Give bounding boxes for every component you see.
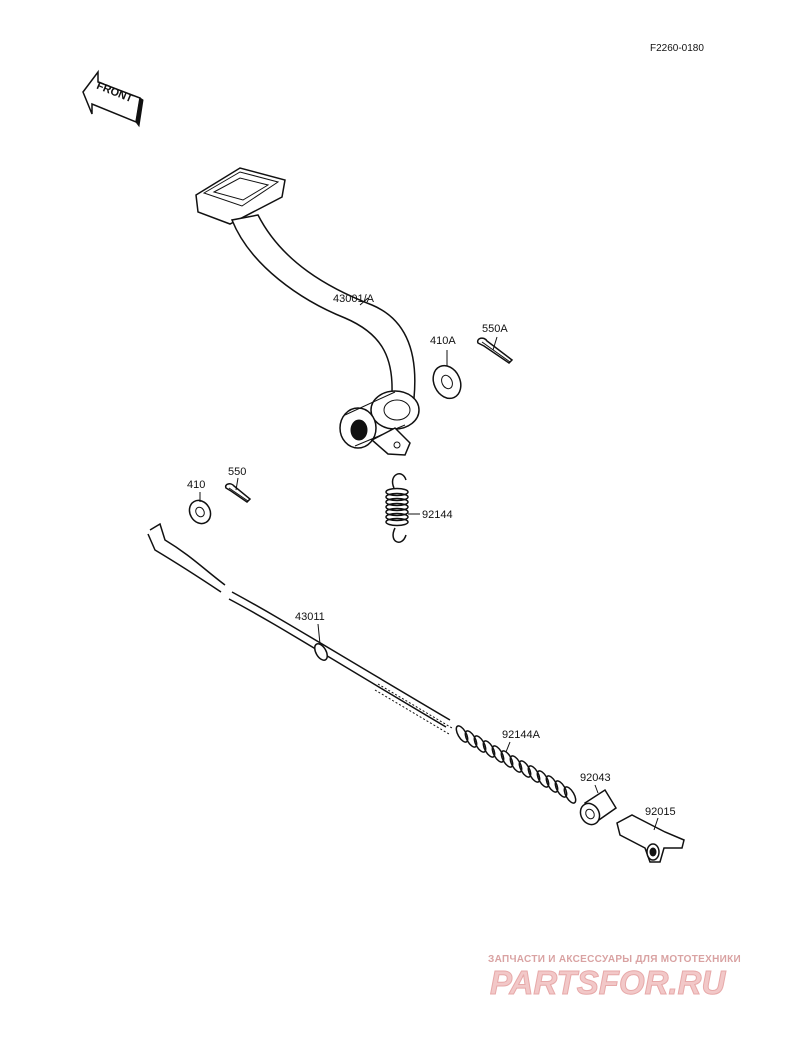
return-spring-92144-part	[385, 473, 409, 543]
diagram-code: F2260-0180	[650, 43, 704, 54]
part-label-92043: 92043	[580, 772, 611, 784]
part-label-410: 410	[187, 479, 205, 491]
washer-410-part	[188, 499, 212, 525]
cotter-pin-550-part	[224, 483, 252, 503]
cotter-pin-550A-part	[476, 337, 514, 364]
part-label-92144A: 92144A	[502, 729, 541, 741]
front-arrow-icon: FRONT	[82, 69, 144, 128]
watermark-brand: PARTSFOR.RU	[490, 964, 726, 1001]
part-label-410A: 410A	[430, 335, 456, 347]
part-label-43011: 43011	[295, 611, 325, 623]
part-label-43001A: 43001/A	[333, 293, 375, 305]
watermark-tagline: ЗАПЧАСТИ И АКСЕССУАРЫ ДЛЯ МОТОТЕХНИКИ	[488, 954, 741, 965]
washer-410A-part	[432, 364, 462, 400]
nut-92015-part	[616, 814, 685, 863]
part-label-550: 550	[228, 466, 246, 478]
part-label-92015: 92015	[645, 806, 676, 818]
joint-92043-part	[579, 788, 618, 826]
brake-rod-43011-part	[147, 522, 453, 735]
part-label-92144: 92144	[422, 509, 453, 521]
part-label-550A: 550A	[482, 323, 508, 335]
watermark: ЗАПЧАСТИ И АКСЕССУАРЫ ДЛЯ МОТОТЕХНИКИ PA…	[488, 954, 741, 1002]
brake-pedal-part	[195, 167, 420, 456]
spring-92144A-part	[455, 725, 577, 804]
leader-lines	[199, 297, 659, 831]
